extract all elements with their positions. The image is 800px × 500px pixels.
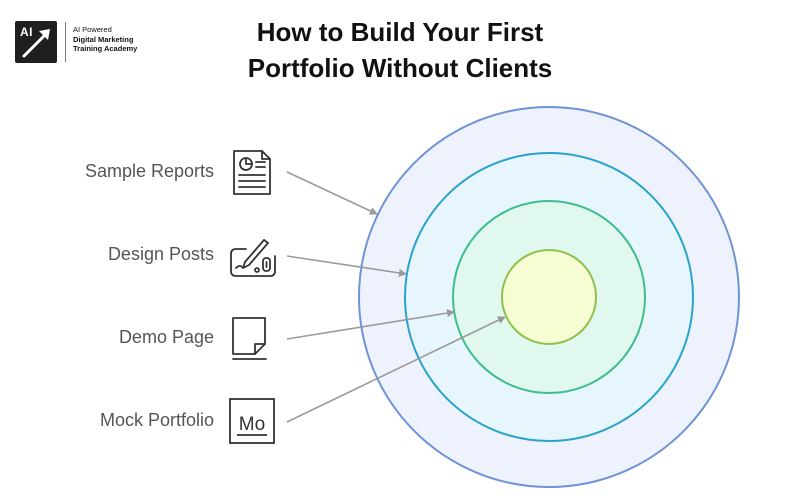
arrow-mock-portfolio [286, 316, 506, 423]
page-title: How to Build Your First Portfolio Withou… [200, 14, 600, 86]
mockup-mo-icon: Mo [229, 398, 275, 444]
arrow-design-posts [286, 255, 407, 277]
logo-line-3: Training Academy [73, 44, 138, 53]
logo-mark-text: AI [20, 25, 33, 39]
arrow-sample-reports [286, 171, 378, 215]
item-label-sample-reports: Sample Reports [84, 161, 214, 181]
inner-ring [501, 249, 597, 345]
logo-text: AI Powered Digital Marketing Training Ac… [73, 25, 137, 54]
item-label-design-posts: Design Posts [107, 244, 214, 264]
arrow-demo-page [286, 309, 455, 340]
logo-line-2: Digital Marketing [73, 34, 134, 44]
design-tablet-icon [230, 239, 276, 277]
report-document-icon [233, 150, 271, 195]
item-label-mock-portfolio: Mock Portfolio [99, 410, 214, 430]
logo-mark: AI [15, 21, 57, 63]
title-line-1: How to Build Your First [256, 17, 544, 47]
title-line-2: Portfolio Without Clients [247, 53, 553, 83]
logo-line-1: AI Powered [73, 25, 112, 34]
logo-divider [65, 22, 66, 62]
upward-arrow-icon [22, 29, 50, 58]
item-label-demo-page: Demo Page [118, 327, 214, 347]
mockup-mo-text: Mo [239, 414, 265, 435]
page-note-icon [232, 317, 267, 360]
